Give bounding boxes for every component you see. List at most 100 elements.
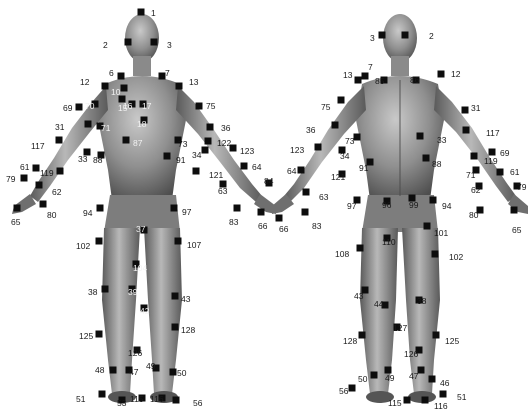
front-view-label-6: 6 — [109, 68, 114, 78]
front-view-marker-34 — [202, 147, 209, 154]
front-view-label-12: 12 — [80, 77, 90, 87]
front-view-marker-2 — [125, 39, 132, 46]
front-view-label-79: 79 — [6, 174, 16, 184]
back-view-label-75: 75 — [321, 102, 331, 112]
back-view-label-33: 33 — [437, 135, 447, 145]
back-view-label-71: 71 — [466, 170, 476, 180]
back-view-label-43: 43 — [354, 291, 364, 301]
front-view-marker-38 — [102, 286, 109, 293]
back-view-label-99: 99 — [409, 200, 419, 210]
front-view-label-97: 97 — [182, 207, 192, 217]
back-view-marker-119 — [471, 153, 478, 160]
back-view-marker-75 — [338, 97, 345, 104]
back-view-label-66: 66 — [279, 224, 289, 234]
front-view-label-56: 56 — [193, 398, 203, 408]
front-view-label-36: 36 — [221, 123, 231, 133]
back-view-label-3: 3 — [370, 33, 375, 43]
back-view-marker-125 — [433, 332, 440, 339]
front-view-label-39: 39 — [128, 287, 138, 297]
front-view-marker-43 — [172, 293, 179, 300]
front-view-label-102: 102 — [76, 241, 90, 251]
front-view-label-107: 107 — [187, 240, 201, 250]
back-view-marker-116 — [422, 397, 429, 404]
front-view-marker-50 — [170, 369, 177, 376]
back-view-label-117: 117 — [486, 128, 500, 138]
back-view-marker-33 — [417, 133, 424, 140]
front-view-label-94: 94 — [83, 208, 93, 218]
front-view-marker-102 — [96, 238, 103, 245]
front-view-label-123: 123 — [240, 146, 254, 156]
back-view-marker-73 — [354, 134, 361, 141]
back-view-label-12: 12 — [451, 69, 461, 79]
front-view-marker-75 — [196, 103, 203, 110]
back-view-marker-128 — [359, 332, 366, 339]
front-view-marker-79 — [21, 175, 28, 182]
front-view-label-62: 62 — [52, 187, 62, 197]
front-view-label-53: 53 — [117, 398, 127, 408]
back-view-marker-115 — [404, 397, 411, 404]
back-view-label-119: 119 — [484, 156, 498, 166]
back-view-label-61: 61 — [510, 167, 520, 177]
front-view-marker-69 — [76, 104, 83, 111]
front-view-marker-94 — [97, 205, 104, 212]
back-view-marker-88 — [423, 155, 430, 162]
back-view-marker-56 — [349, 385, 356, 392]
back-view-label-94: 94 — [442, 201, 452, 211]
back-view-label-46: 46 — [440, 378, 450, 388]
back-view-label-110: 110 — [382, 237, 396, 247]
back-view-marker-51 — [440, 391, 447, 398]
back-view-label-127: 127 — [393, 323, 407, 333]
back-view-marker-2 — [402, 32, 409, 39]
front-view-label-42: 42 — [140, 306, 150, 316]
back-view-label-102: 102 — [449, 252, 463, 262]
back-view-label-128: 128 — [343, 336, 357, 346]
front-view-label-87: 87 — [133, 138, 143, 148]
front-view-marker-97 — [171, 205, 178, 212]
front-view-marker-6 — [118, 73, 125, 80]
back-view-marker-69 — [489, 149, 496, 156]
back-view-label-34: 34 — [340, 151, 350, 161]
back-view-marker-101 — [424, 223, 431, 230]
back-view-label-47: 47 — [409, 371, 419, 381]
back-view-label-121: 121 — [331, 172, 345, 182]
front-view-marker-91 — [164, 153, 171, 160]
front-view-label-47: 47 — [129, 367, 139, 377]
back-view-marker-123 — [315, 144, 322, 151]
front-view-label-49: 49 — [146, 361, 156, 371]
front-view-label-37: 37 — [136, 224, 146, 234]
front-view-marker-117 — [56, 137, 63, 144]
front-view-label-83: 83 — [229, 217, 239, 227]
front-view-label-1: 1 — [151, 8, 156, 18]
back-view-label-79: 79 — [517, 182, 527, 192]
front-view-label-117: 117 — [31, 141, 45, 151]
front-view-label-2: 2 — [103, 40, 108, 50]
front-view-marker-1 — [138, 9, 145, 16]
back-view-marker-94 — [430, 197, 437, 204]
front-view-label-88: 88 — [93, 155, 103, 165]
back-view-label-88: 88 — [432, 159, 442, 169]
back-view-label-108: 108 — [335, 249, 349, 259]
back-view-marker-63 — [303, 189, 310, 196]
back-view-label-116: 116 — [434, 401, 448, 409]
front-view-label-18: 18 — [137, 119, 147, 129]
front-view-marker-122 — [205, 138, 212, 145]
back-view-label-49: 49 — [385, 373, 395, 383]
front-view-label-16: 16 — [123, 101, 133, 111]
back-view-marker-65 — [511, 207, 518, 214]
front-view-label-126: 126 — [128, 348, 142, 358]
front-view-marker-121 — [193, 168, 200, 175]
front-view-marker-12 — [102, 83, 109, 90]
back-view-label-62: 62 — [471, 185, 481, 195]
front-view-marker-3 — [151, 39, 158, 46]
front-view-marker-66 — [258, 209, 265, 216]
front-view-label-31: 31 — [55, 122, 65, 132]
back-view-label-123: 123 — [290, 145, 304, 155]
front-view-label-50: 50 — [177, 368, 187, 378]
back-view-label-69: 69 — [500, 148, 510, 158]
back-view-label-7: 7 — [368, 62, 373, 72]
back-view-marker-64 — [298, 167, 305, 174]
front-view-label-48: 48 — [95, 365, 105, 375]
back-view-label-65: 65 — [512, 225, 522, 235]
back-view-marker-36 — [332, 122, 339, 129]
front-view-marker-10 — [121, 85, 128, 92]
